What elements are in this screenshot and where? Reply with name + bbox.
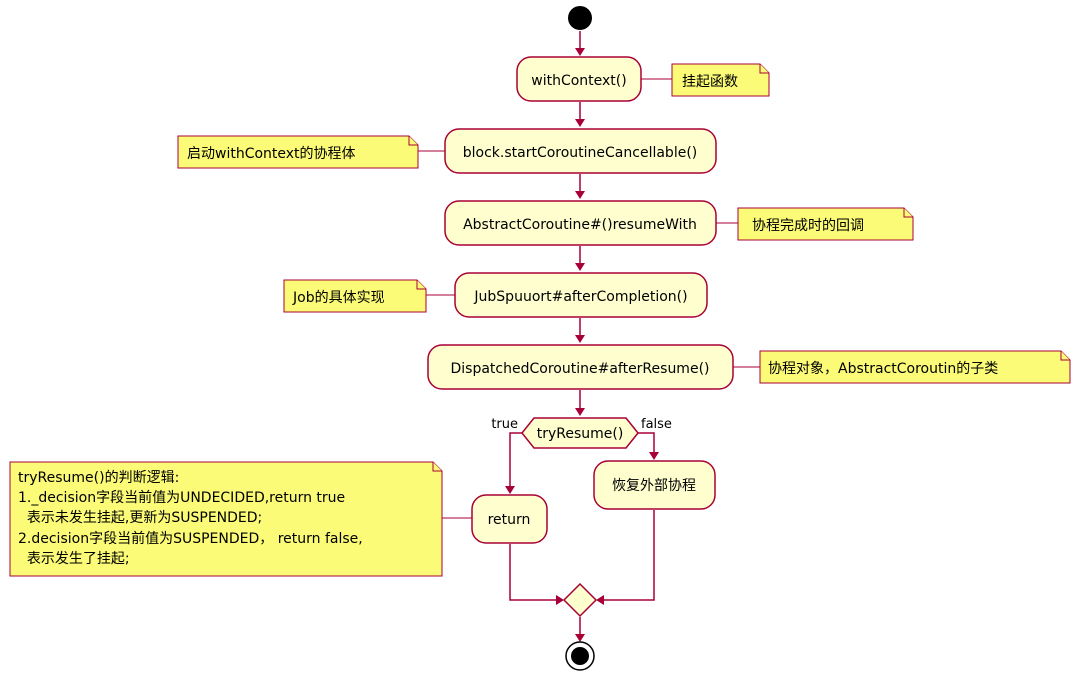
note-suspend-function: 挂起函数 [671, 63, 770, 97]
activity-resume-with: AbstractCoroutine#()resumeWith [444, 200, 717, 246]
note-text: 挂起函数 [682, 74, 738, 90]
activity-start-block: block.startCoroutineCancellable() [444, 128, 717, 174]
activity-label: withContext() [531, 73, 626, 89]
activity-label: AbstractCoroutine#()resumeWith [463, 217, 697, 233]
note-text: 协程对象，AbstractCoroutin的子类 [768, 361, 998, 377]
note-text: 协程完成时的回调 [752, 218, 864, 234]
branch-false-label: false [641, 417, 672, 432]
activity-resume-outer: 恢复外部协程 [593, 460, 716, 510]
edges [418, 31, 760, 642]
note-line: tryResume()的判断逻辑: [18, 470, 179, 486]
note-line: 1._decision字段当前值为UNDECIDED,return true [18, 489, 345, 506]
arrowhead [505, 486, 515, 494]
note-line: 2.decision字段当前值为SUSPENDED， return false, [18, 530, 363, 547]
edge-return-to-merge [509, 544, 558, 601]
note-callback: 协程完成时的回调 [737, 207, 914, 241]
start-node [568, 6, 592, 30]
arrowhead [575, 263, 585, 271]
arrowhead [556, 595, 564, 605]
branch-true-label: true [491, 417, 518, 432]
edge-decision-false [638, 432, 655, 454]
activity-label: 恢复外部协程 [612, 477, 696, 494]
note-line: 表示发生了挂起; [18, 551, 130, 567]
note-job-impl: Job的具体实现 [283, 279, 427, 313]
activity-return: return [471, 494, 548, 544]
activity-after-resume: DispatchedCoroutine#afterResume() [427, 344, 734, 390]
activity-label: return [488, 512, 531, 528]
note-try-resume-logic: tryResume()的判断逻辑: 1._decision字段当前值为UNDEC… [9, 461, 443, 577]
arrowhead [575, 408, 585, 416]
arrowhead [575, 48, 585, 56]
note-subclass: 协程对象，AbstractCoroutin的子类 [759, 350, 1071, 384]
edge-decision-true [509, 432, 522, 488]
activity-with-context: withContext() [516, 56, 642, 102]
arrowhead [649, 452, 659, 460]
note-text: Job的具体实现 [292, 290, 385, 306]
end-node-core [571, 647, 589, 665]
arrowhead [575, 335, 585, 343]
activity-label: block.startCoroutineCancellable() [463, 145, 698, 161]
merge-node [562, 582, 598, 618]
activity-label: DispatchedCoroutine#afterResume() [451, 361, 710, 377]
note-start-body: 启动withContext的协程体 [177, 135, 419, 169]
activity-after-completion: JubSpuuort#afterCompletion() [454, 272, 708, 318]
decision-try-resume: tryResume() [521, 417, 639, 449]
edge-resume-to-merge [602, 510, 655, 601]
note-text: 启动withContext的协程体 [187, 146, 356, 162]
decision-label: tryResume() [537, 426, 624, 442]
arrowhead [575, 119, 585, 127]
arrowhead [575, 191, 585, 199]
note-line: 表示未发生挂起,更新为SUSPENDED; [18, 510, 262, 526]
arrowhead [596, 595, 604, 605]
activity-label: JubSpuuort#afterCompletion() [473, 289, 687, 305]
arrowhead [575, 634, 585, 642]
